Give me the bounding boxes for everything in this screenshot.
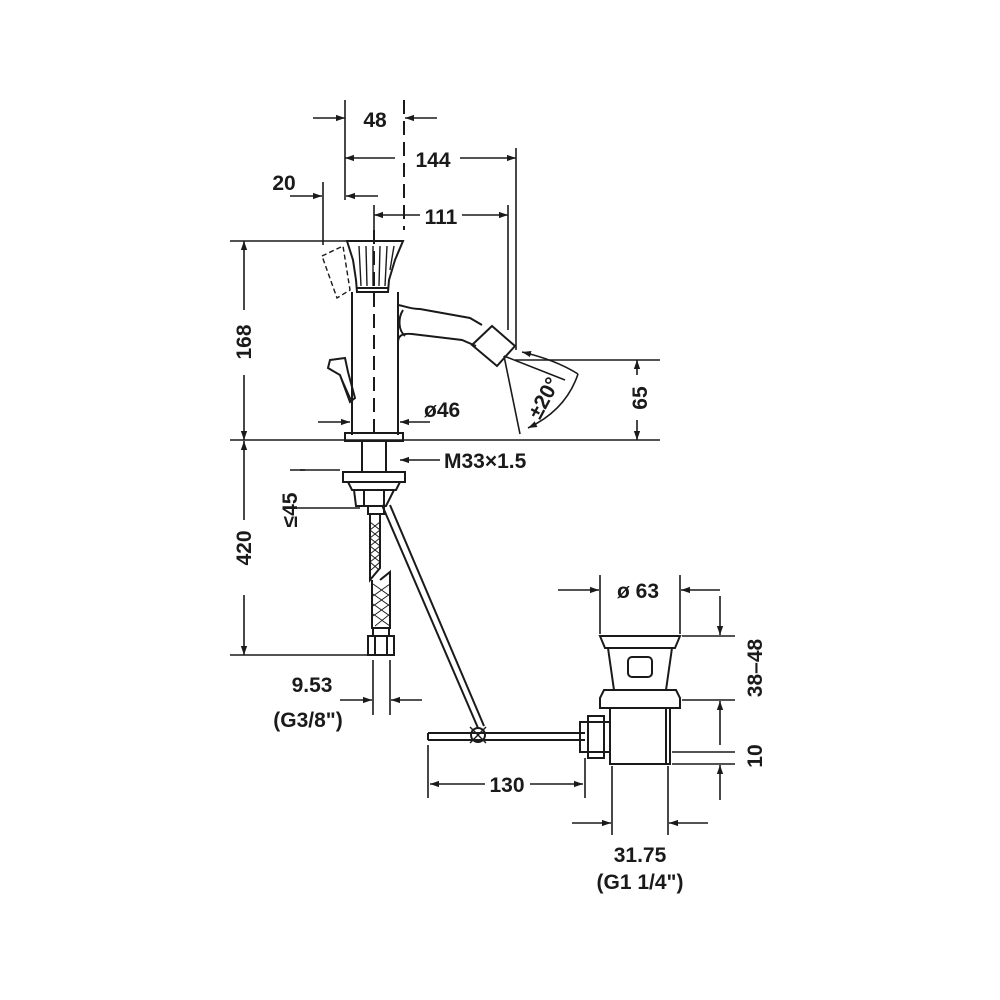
hose-size-label: 9.53 bbox=[292, 674, 333, 697]
connector bbox=[367, 505, 385, 515]
dim-111-label: 111 bbox=[425, 206, 458, 229]
handle-knob bbox=[345, 240, 405, 293]
dim-144-label: 144 bbox=[415, 149, 450, 172]
dim-48-label: 48 bbox=[363, 109, 387, 132]
dim-130-label: 130 bbox=[489, 774, 524, 797]
spout bbox=[397, 304, 483, 347]
dia46-label: ø46 bbox=[424, 399, 460, 422]
waste-flange bbox=[598, 635, 682, 649]
dimension-labels: 48 144 20 111 168 65 ±20° ø46 M33×1.5 ≤4… bbox=[233, 109, 767, 894]
dim-420-label: 420 bbox=[233, 530, 256, 565]
popup-rod bbox=[381, 504, 585, 744]
dim-20-label: 20 bbox=[272, 172, 295, 195]
waste-slot bbox=[627, 656, 653, 678]
angle-label: ±20° bbox=[524, 374, 565, 423]
popup-lever bbox=[326, 356, 357, 404]
rod-clip bbox=[470, 727, 486, 743]
thread-label: M33×1.5 bbox=[444, 450, 527, 473]
mounting-nut bbox=[342, 471, 406, 483]
dim-10-label: 10 bbox=[744, 744, 767, 767]
waste-nut bbox=[599, 689, 681, 709]
dimension-lines bbox=[230, 100, 735, 835]
max45-label: ≤45 bbox=[279, 492, 302, 527]
dim-168-label: 168 bbox=[233, 324, 256, 359]
waste-thread-label: (G1 1/4") bbox=[597, 871, 684, 894]
dim-38-48-label: 38–48 bbox=[744, 638, 767, 697]
waste-valve bbox=[579, 635, 682, 765]
base-ring bbox=[344, 432, 404, 442]
rod-connector bbox=[579, 715, 611, 759]
dia63-label: ø 63 bbox=[617, 580, 659, 603]
handle-tilt-outline bbox=[321, 244, 351, 300]
flex-hose bbox=[367, 513, 395, 656]
hose-thread-label: (G3/8") bbox=[273, 709, 342, 732]
dim-65-label: 65 bbox=[629, 386, 652, 410]
waste-body bbox=[609, 707, 671, 765]
hose-nut bbox=[367, 635, 395, 656]
waste-size-label: 31.75 bbox=[614, 844, 667, 867]
body-column bbox=[351, 292, 399, 435]
aerator bbox=[470, 324, 517, 368]
faucet-body bbox=[321, 100, 517, 515]
